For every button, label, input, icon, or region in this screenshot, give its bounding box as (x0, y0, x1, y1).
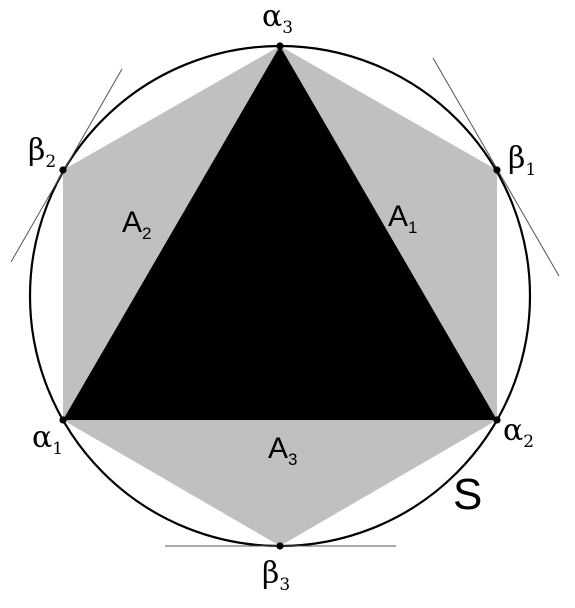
point-alpha1 (59, 416, 67, 424)
tangent-line-beta2 (10, 68, 123, 263)
label-side-a1: A1 (388, 200, 417, 237)
label-beta3: β3 (262, 556, 290, 595)
label-side-a2: A2 (122, 206, 151, 243)
label-alpha2: α2 (503, 413, 534, 452)
point-alpha2 (493, 416, 501, 424)
point-alpha3 (276, 42, 284, 50)
label-side-a3: A3 (268, 432, 297, 469)
label-circle-s: S (453, 470, 482, 519)
point-beta2 (59, 166, 67, 174)
point-beta1 (493, 166, 501, 174)
label-alpha1: α1 (32, 420, 63, 459)
label-alpha3: α3 (262, 0, 293, 38)
point-beta3 (276, 542, 284, 550)
label-beta1: β1 (508, 141, 536, 180)
black-triangle (63, 46, 497, 420)
label-beta2: β2 (28, 133, 56, 172)
